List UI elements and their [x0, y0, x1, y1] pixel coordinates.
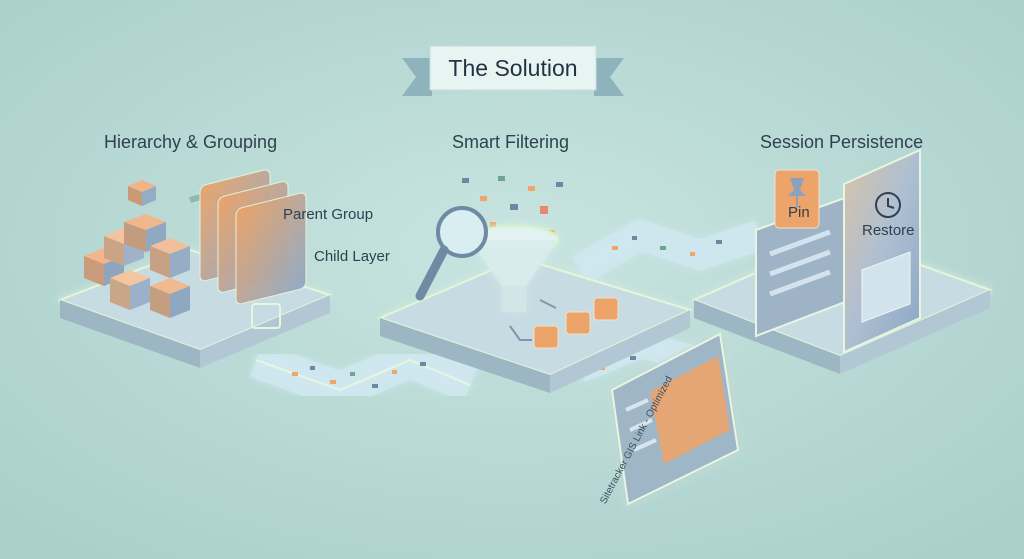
cube-stack [84, 180, 190, 318]
pin-label: Pin [788, 204, 810, 221]
hierarchy-heading: Hierarchy & Grouping [104, 132, 278, 152]
page-title: The Solution [448, 55, 578, 81]
folder-stack [199, 169, 307, 329]
funnel-icon [469, 225, 559, 312]
platform-filtering [377, 256, 693, 393]
parent-group-label: Parent Group [283, 206, 374, 223]
pin-icon [774, 169, 820, 229]
session-panels [755, 148, 921, 354]
restore-label: Restore [862, 222, 915, 239]
filter-result-tiles [509, 297, 619, 349]
title-banner [402, 45, 624, 96]
center-panel [610, 332, 740, 506]
persistence-heading: Session Persistence [760, 132, 924, 152]
connector-path-left [249, 342, 477, 408]
filtering-heading: Smart Filtering [452, 132, 570, 152]
restore-icon [875, 192, 901, 218]
magnifier-icon [415, 206, 488, 301]
child-layer-label: Child Layer [314, 248, 390, 265]
